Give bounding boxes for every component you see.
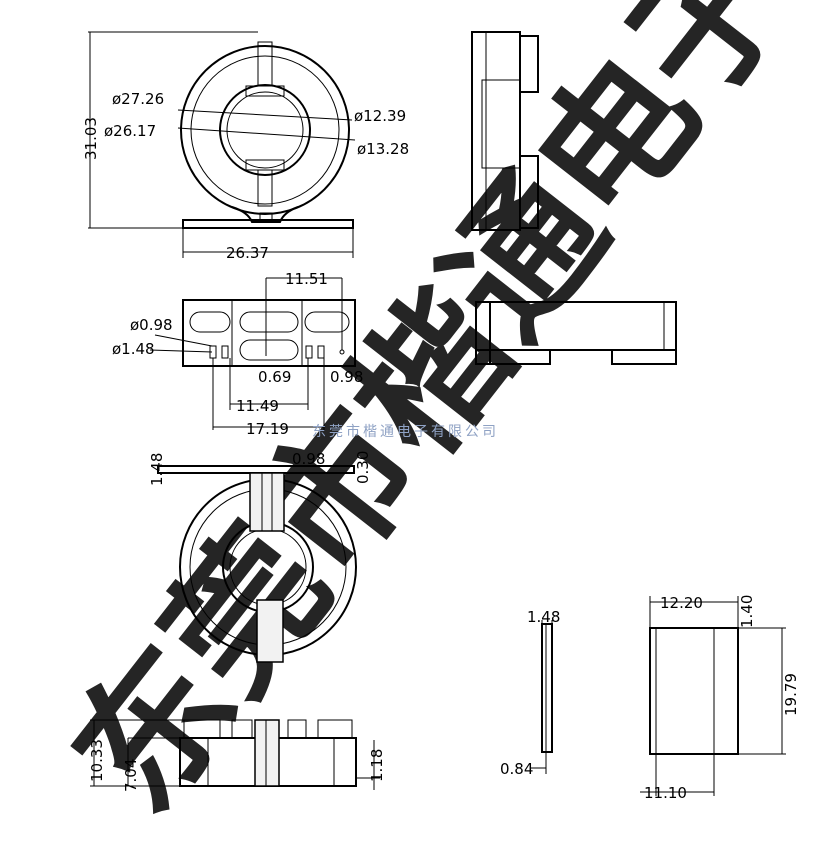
view-ring-with-plate <box>157 465 357 663</box>
dim-plate-030: 0.30 <box>354 451 372 484</box>
dim-gap-069: 0.69 <box>258 368 291 386</box>
view-side-right-top <box>471 31 539 231</box>
dim-height-118: 1.18 <box>368 749 386 782</box>
watermark: 东莞市楷通电子 <box>41 0 825 842</box>
view-bottom-elevation <box>90 719 380 790</box>
dim-height-704: 7.04 <box>122 759 140 792</box>
dim-thin-148: 1.48 <box>527 608 560 626</box>
dim-base-width: 26.37 <box>226 244 269 262</box>
view-front-ring <box>88 31 356 258</box>
view-side-rectangle <box>640 596 786 796</box>
dim-pin-d2: ø1.48 <box>112 340 155 358</box>
dim-inner-diameter: ø12.39 <box>354 107 406 125</box>
dim-outer-diameter-2: ø26.17 <box>104 122 156 140</box>
dim-pin-d1: ø0.98 <box>130 316 173 334</box>
view-thin-plate <box>530 620 553 774</box>
company-name: 东莞市楷通电子有限公司 <box>312 423 499 440</box>
dim-top-span: 11.51 <box>285 270 328 288</box>
dim-thin-084: 0.84 <box>500 760 533 778</box>
dim-side-140: 1.40 <box>738 595 756 628</box>
dim-plate-098: 0.98 <box>292 450 325 468</box>
dim-inner-diameter-2: ø13.28 <box>357 140 409 158</box>
watermark-text: 东莞市楷通电子 <box>41 0 825 842</box>
dim-side-1220: 12.20 <box>660 594 703 612</box>
dim-gap-098: 0.98 <box>330 368 363 386</box>
dim-plate-148: 1.48 <box>148 453 166 486</box>
dim-span-1149: 11.49 <box>236 397 279 415</box>
view-side-right-middle <box>475 301 677 365</box>
dim-height-1033: 10.33 <box>88 739 106 782</box>
dim-span-1719: 17.19 <box>246 420 289 438</box>
dim-total-height: 31.03 <box>82 117 100 160</box>
dim-side-1110: 11.10 <box>644 784 687 802</box>
dim-outer-diameter: ø27.26 <box>112 90 164 108</box>
view-bottom-pins <box>149 277 356 430</box>
dim-side-1979: 19.79 <box>782 673 800 716</box>
